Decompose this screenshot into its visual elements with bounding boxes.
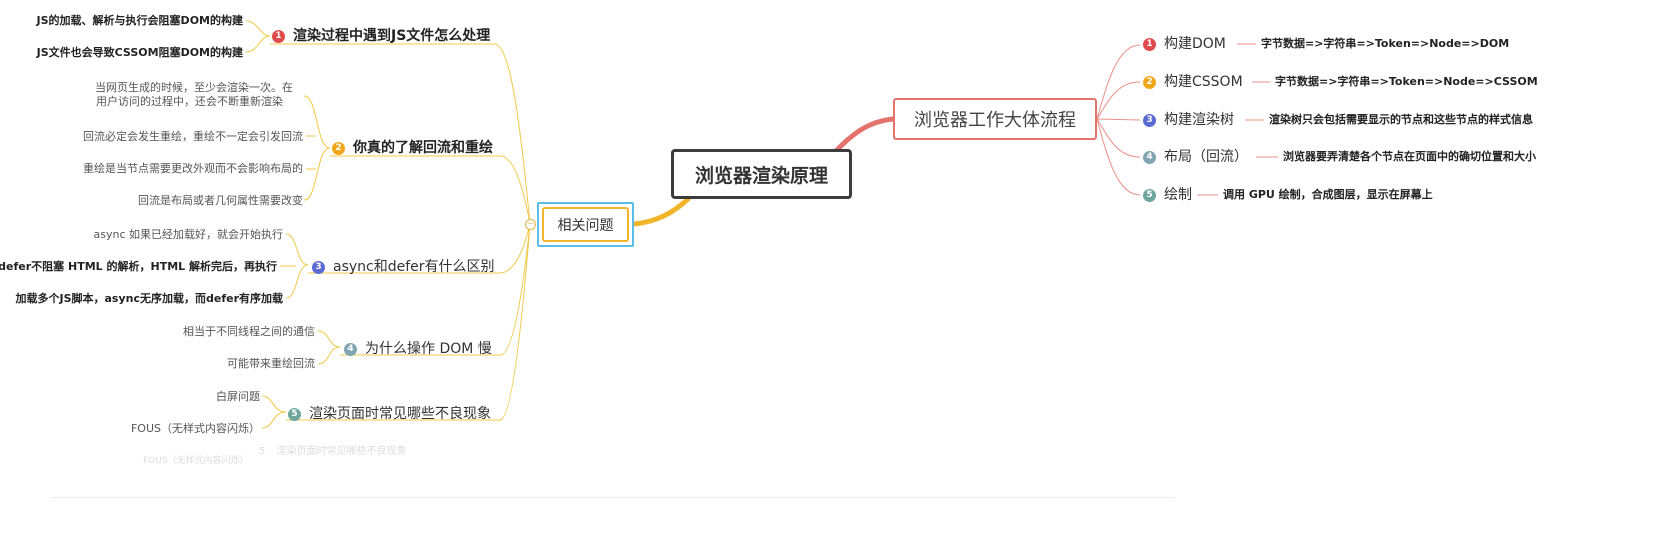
left-item-4[interactable]: 4 为什么操作 DOM 慢 xyxy=(344,342,492,356)
left-item-1-child-2[interactable]: JS文件也会导致CSSOM阻塞DOM的构建 xyxy=(36,46,243,59)
right-item-label: 构建CSSOM xyxy=(1164,74,1243,90)
number-badge-icon: 1 xyxy=(272,29,285,43)
number-badge-icon: 4 xyxy=(1143,150,1156,164)
right-item-4[interactable]: 4 布局（回流） xyxy=(1143,150,1248,164)
link-center-right xyxy=(833,116,896,154)
left-root-label: 相关问题 xyxy=(557,217,614,234)
right-item-label: 绘制 xyxy=(1164,187,1192,203)
right-item-label: 构建渲染树 xyxy=(1164,112,1234,128)
left-item-5-child-1[interactable]: 白屏问题 xyxy=(216,390,260,403)
left-item-3-child-3[interactable]: 加载多个JS脚本，async无序加载，而defer有序加载 xyxy=(15,292,283,305)
right-item-2-desc[interactable]: 字节数据=>字符串=>Token=>Node=>CSSOM xyxy=(1275,75,1538,88)
ghost-item-child: FOUS（无样式内容闪烁） xyxy=(143,456,249,466)
central-topic[interactable]: 浏览器渲染原理 xyxy=(671,149,852,199)
ghost-number-icon: 5 xyxy=(259,446,266,457)
left-item-3[interactable]: 3 async和defer有什么区别 xyxy=(312,260,495,274)
divider xyxy=(50,497,1175,498)
right-item-4-desc[interactable]: 浏览器要弄清楚各个节点在页面中的确切位置和大小 xyxy=(1283,150,1536,163)
left-item-label: 渲染页面时常见哪些不良现象 xyxy=(309,406,491,422)
number-badge-icon: 5 xyxy=(1143,188,1156,202)
left-item-4-child-2[interactable]: 可能带来重绘回流 xyxy=(227,357,315,370)
right-item-1-desc[interactable]: 字节数据=>字符串=>Token=>Node=>DOM xyxy=(1261,37,1510,50)
left-item-label: 为什么操作 DOM 慢 xyxy=(365,341,492,357)
left-item-2[interactable]: 2 你真的了解回流和重绘 xyxy=(332,141,493,155)
left-item-2-child-1[interactable]: 当网页生成的时候，至少会渲染一次。在 xyxy=(95,81,293,94)
left-item-2-child-5[interactable]: 回流是布局或者几何属性需要改变 xyxy=(138,194,303,207)
right-item-5[interactable]: 5 绘制 xyxy=(1143,188,1192,202)
right-item-3[interactable]: 3 构建渲染树 xyxy=(1143,113,1234,127)
right-root-label: 浏览器工作大体流程 xyxy=(914,110,1076,131)
left-item-3-child-2[interactable]: defer不阻塞 HTML 的解析，HTML 解析完后，再执行 xyxy=(0,260,277,273)
number-badge-icon: 5 xyxy=(288,407,301,421)
left-item-2-child-2[interactable]: 用户访问的过程中，还会不断重新渲染 xyxy=(96,95,283,108)
left-item-4-child-1[interactable]: 相当于不同线程之间的通信 xyxy=(183,325,315,338)
left-item-2-child-3[interactable]: 回流必定会发生重绘，重绘不一定会引发回流 xyxy=(83,130,303,143)
bottom-fade-overlay xyxy=(0,432,1657,545)
right-item-label: 布局（回流） xyxy=(1164,149,1248,165)
ghost-item-label: 渲染页面时常见哪些不良现象 xyxy=(276,446,407,457)
right-item-1[interactable]: 1 构建DOM xyxy=(1143,37,1226,51)
right-root-topic[interactable]: 浏览器工作大体流程 xyxy=(893,98,1097,140)
right-item-5-desc[interactable]: 调用 GPU 绘制，合成图层，显示在屏幕上 xyxy=(1223,188,1433,201)
left-item-label: 渲染过程中遇到JS文件怎么处理 xyxy=(293,28,491,44)
left-item-label: async和defer有什么区别 xyxy=(333,259,495,275)
left-item-1[interactable]: 1 渲染过程中遇到JS文件怎么处理 xyxy=(272,29,490,43)
left-item-5[interactable]: 5 渲染页面时常见哪些不良现象 xyxy=(288,407,491,421)
left-item-label: 你真的了解回流和重绘 xyxy=(353,140,493,156)
central-topic-label: 浏览器渲染原理 xyxy=(694,164,828,187)
number-badge-icon: 3 xyxy=(312,260,325,274)
number-badge-icon: 4 xyxy=(344,342,357,356)
number-badge-icon: 2 xyxy=(332,141,345,155)
left-item-3-child-1[interactable]: async 如果已经加载好，就会开始执行 xyxy=(93,228,284,241)
right-item-3-desc[interactable]: 渲染树只会包括需要显示的节点和这些节点的样式信息 xyxy=(1269,113,1533,126)
left-item-2-child-4[interactable]: 重绘是当节点需要更改外观而不会影响布局的 xyxy=(83,162,303,175)
link-center-left xyxy=(631,196,691,227)
number-badge-icon: 1 xyxy=(1143,37,1156,51)
left-item-1-child-1[interactable]: JS的加载、解析与执行会阻塞DOM的构建 xyxy=(36,14,243,27)
left-item-5-child-2[interactable]: FOUS（无样式内容闪烁） xyxy=(130,422,260,435)
collapse-toggle-icon[interactable]: − xyxy=(525,219,536,230)
right-item-label: 构建DOM xyxy=(1164,36,1226,52)
number-badge-icon: 3 xyxy=(1143,113,1156,127)
left-root-topic-selection[interactable]: 相关问题 xyxy=(537,202,634,247)
left-root-topic[interactable]: 相关问题 xyxy=(542,207,629,242)
right-item-2[interactable]: 2 构建CSSOM xyxy=(1143,75,1243,89)
ghost-item-5: 5 渲染页面时常见哪些不良现象 xyxy=(259,442,407,457)
number-badge-icon: 2 xyxy=(1143,75,1156,89)
